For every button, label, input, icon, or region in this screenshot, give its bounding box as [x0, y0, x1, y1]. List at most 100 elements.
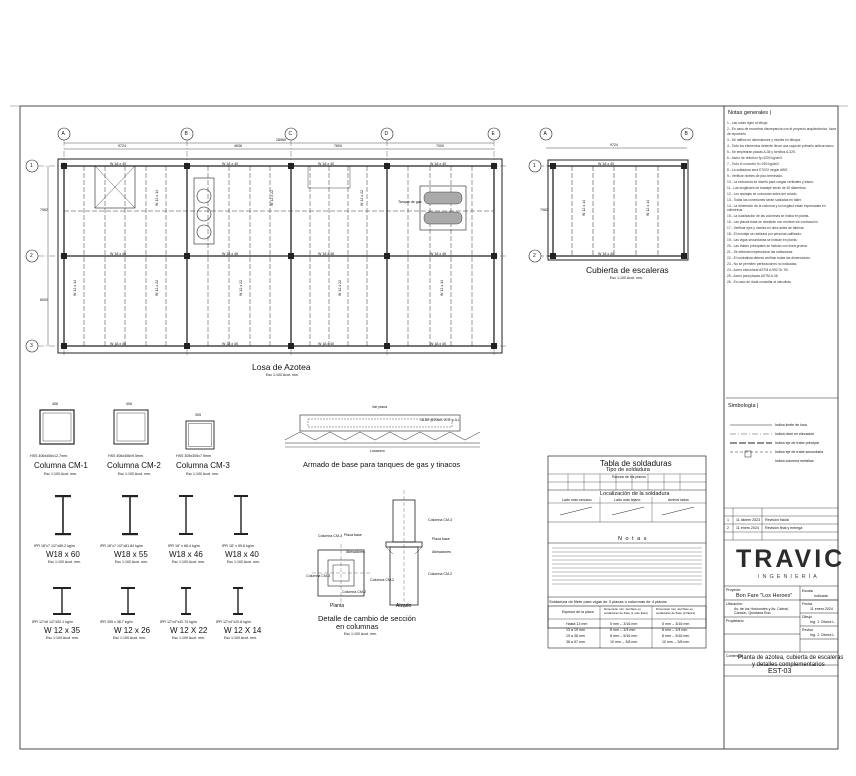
plan-beam-label: W 18 x 40: [318, 342, 335, 346]
roof-opening: [94, 165, 136, 209]
plan-joist-label: W 12 x 14: [155, 189, 159, 206]
plan-view-label: Planta: [330, 603, 345, 609]
gas-tank: [419, 185, 467, 231]
weld-side-label: Lado más lejano: [614, 498, 641, 502]
rails-cell: Hasta 13 mm: [566, 622, 588, 626]
stair-dim-top: 9724: [610, 143, 618, 147]
note-item: 25.- Acero para placas ASTM A-36.: [727, 274, 779, 278]
plan-joist-label: W 12 x 22: [155, 279, 159, 296]
side-field: Escala: [802, 589, 813, 593]
legend-item: Indica límite de losa: [775, 423, 807, 427]
axis-label-3: 3: [30, 342, 33, 349]
note-item: 5.- Se emplearán placas A-36 y tornillos…: [727, 149, 796, 154]
title-block-lines: [724, 586, 838, 677]
section-change-title: Detalle de cambio de sección: [318, 614, 416, 623]
rails-cell: 13 a 19 mm: [566, 628, 585, 632]
weld-table-title: Tabla de soldaduras: [600, 459, 672, 468]
axis-label-d: D: [384, 130, 389, 137]
weld-symbols-label: Ranura de los planos: [612, 475, 646, 479]
revision-table: [724, 507, 838, 587]
column-dim: 406: [126, 402, 132, 406]
tank-base-detail: [284, 414, 481, 448]
beam-name: W 12 x 26: [114, 626, 151, 635]
location-value: Av. de los Horizontes y Av. Cabral, Canc…: [734, 607, 789, 616]
rails-header: Dimensión mín. del filete en soldaduras …: [656, 607, 696, 615]
note-item: 6.- Acero de refuerzo fy=4200 kg/cm2.: [727, 155, 783, 160]
stair-beam-label: W 18 x 40: [598, 162, 615, 166]
axis-label-c: C: [288, 130, 293, 137]
plan-joist-label: W 12 x 22: [239, 279, 243, 296]
detail-label: Columna CM-2: [370, 578, 395, 582]
rails-header: Espesor de la placa: [562, 610, 594, 614]
axis-label-2: 2: [30, 252, 33, 259]
column-scale: Esc 1:100 Acot. mm.: [118, 472, 151, 476]
note-item: 26.- En caso de duda consultar al calcul…: [727, 280, 792, 284]
dim-top-3: 7600: [334, 144, 342, 148]
plan-beam-label: W 18 x 46: [318, 252, 335, 256]
plan-beam-label: W 18 x 40: [430, 342, 447, 346]
axis-label-b: B: [184, 130, 188, 137]
plan-beam-label: W 18 x 46: [430, 252, 447, 256]
note-item: 24.- Acero estructural ASTM A-992 Gr. 50…: [727, 268, 789, 272]
tank-base-title: Armado de base para tanques de gas y tin…: [303, 460, 461, 469]
column-spec: HSS 406x406x12.7mm.: [30, 454, 68, 458]
roof-plan: [25, 127, 508, 356]
beam-name: W 12 x 35: [44, 626, 81, 635]
note-item: 1.- Las cotas rigen al dibujo.: [727, 121, 769, 125]
note-item: 23.- No se permiten perforaciones no ind…: [727, 262, 798, 266]
rails-cell: 19 a 38 mm: [566, 634, 585, 638]
column-dim: 305: [195, 413, 201, 417]
axis-label-a: A: [61, 130, 65, 137]
note-item: 22.- El contratista deberá verificar tod…: [727, 256, 811, 260]
dim-overall: 28960: [276, 138, 286, 142]
revision-desc: Revisión final y entrega: [765, 526, 803, 530]
dim-side-2: 8000: [40, 298, 48, 302]
project-name: Bon Fare "Los Heroes": [736, 593, 793, 599]
stair-dim-side: 7962: [540, 208, 548, 212]
content-label: Contenido:: [726, 654, 744, 658]
beam-spec: IPR 18" x 59.8 kg/m: [222, 544, 254, 548]
brand-logo: TRAVIC: [736, 545, 846, 573]
plan-beam-label: W 18 x 40: [222, 342, 239, 346]
tank-bottom-note: Losacero: [370, 449, 385, 453]
note-item: 17.- Verificar ejes y niveles en obra an…: [727, 226, 805, 230]
beam-name: W 12 X 14: [224, 626, 262, 635]
weld-notes-title: N o t a s: [618, 536, 648, 542]
side-field: Ing. J. Olvera L.: [810, 620, 836, 624]
rails-cell: 6 mm -- 1/4 mm: [610, 628, 636, 632]
sheet-border: [19, 105, 839, 750]
side-field: Ing. J. Olvera L.: [810, 633, 836, 637]
beam-scale: Esc 1:100 Acot. mm.: [172, 560, 205, 564]
plan-beam-label: W 18 x 40: [222, 162, 239, 166]
weld-side-label: Lado más cercano: [562, 498, 592, 502]
weld-table: [547, 455, 707, 649]
beam-spec: IPR 18"x7 1/2"x81.84 kg/m: [100, 544, 143, 548]
revision-number: 2: [727, 526, 729, 530]
rails-cell: 8 mm -- 5/16 mm: [662, 634, 690, 638]
weld-location-title: Localización de la soldadura: [600, 491, 670, 497]
owner-label: Propietario:: [726, 619, 745, 623]
column-dim: 406: [52, 402, 58, 406]
column-spec: HSS 406x406x9.5mm.: [108, 454, 144, 458]
side-field: Fecha: [802, 602, 812, 606]
beam-name: W 12 X 22: [170, 626, 208, 635]
note-item: 4.- Todo los elementos deberán llevar un…: [727, 143, 835, 148]
tank-beam-note: Var plana: [372, 405, 388, 409]
elevation-view-label: Alzado: [396, 603, 412, 609]
note-item: 10.- La estructura se diseñó para cargas…: [727, 179, 815, 184]
beam-name: W18 x 46: [169, 550, 203, 559]
stair-plan-scale: Esc 1:100 Acot. mm.: [610, 276, 643, 280]
note-item: 7.- Todo el concreto f'c=250 kg/cm2.: [727, 161, 780, 166]
stair-axis-label-a: A: [543, 130, 547, 137]
plan-beam-label: W 18 x 40: [110, 162, 127, 166]
note-item: 16.- Las placas base se nivelarán con mo…: [727, 220, 819, 224]
note-item: 3.- Se ratifica en dimensiones y niveles…: [727, 137, 802, 142]
beam-spec: IPR 12"x4"x32.74 kg/m: [160, 620, 197, 624]
stair-plan-title: Cubierta de escaleras: [586, 265, 669, 275]
beam-scale: Esc 1:100 Acot. mm.: [115, 560, 148, 564]
rails-title: Soldadura de filete para vigas de 3 plac…: [549, 599, 667, 604]
stair-axis-label-b: B: [684, 130, 688, 137]
beam-spec: IPR 12"x6 1/2"x52.1 kg/m: [32, 620, 73, 624]
stair-axis-label-2: 2: [533, 252, 536, 259]
